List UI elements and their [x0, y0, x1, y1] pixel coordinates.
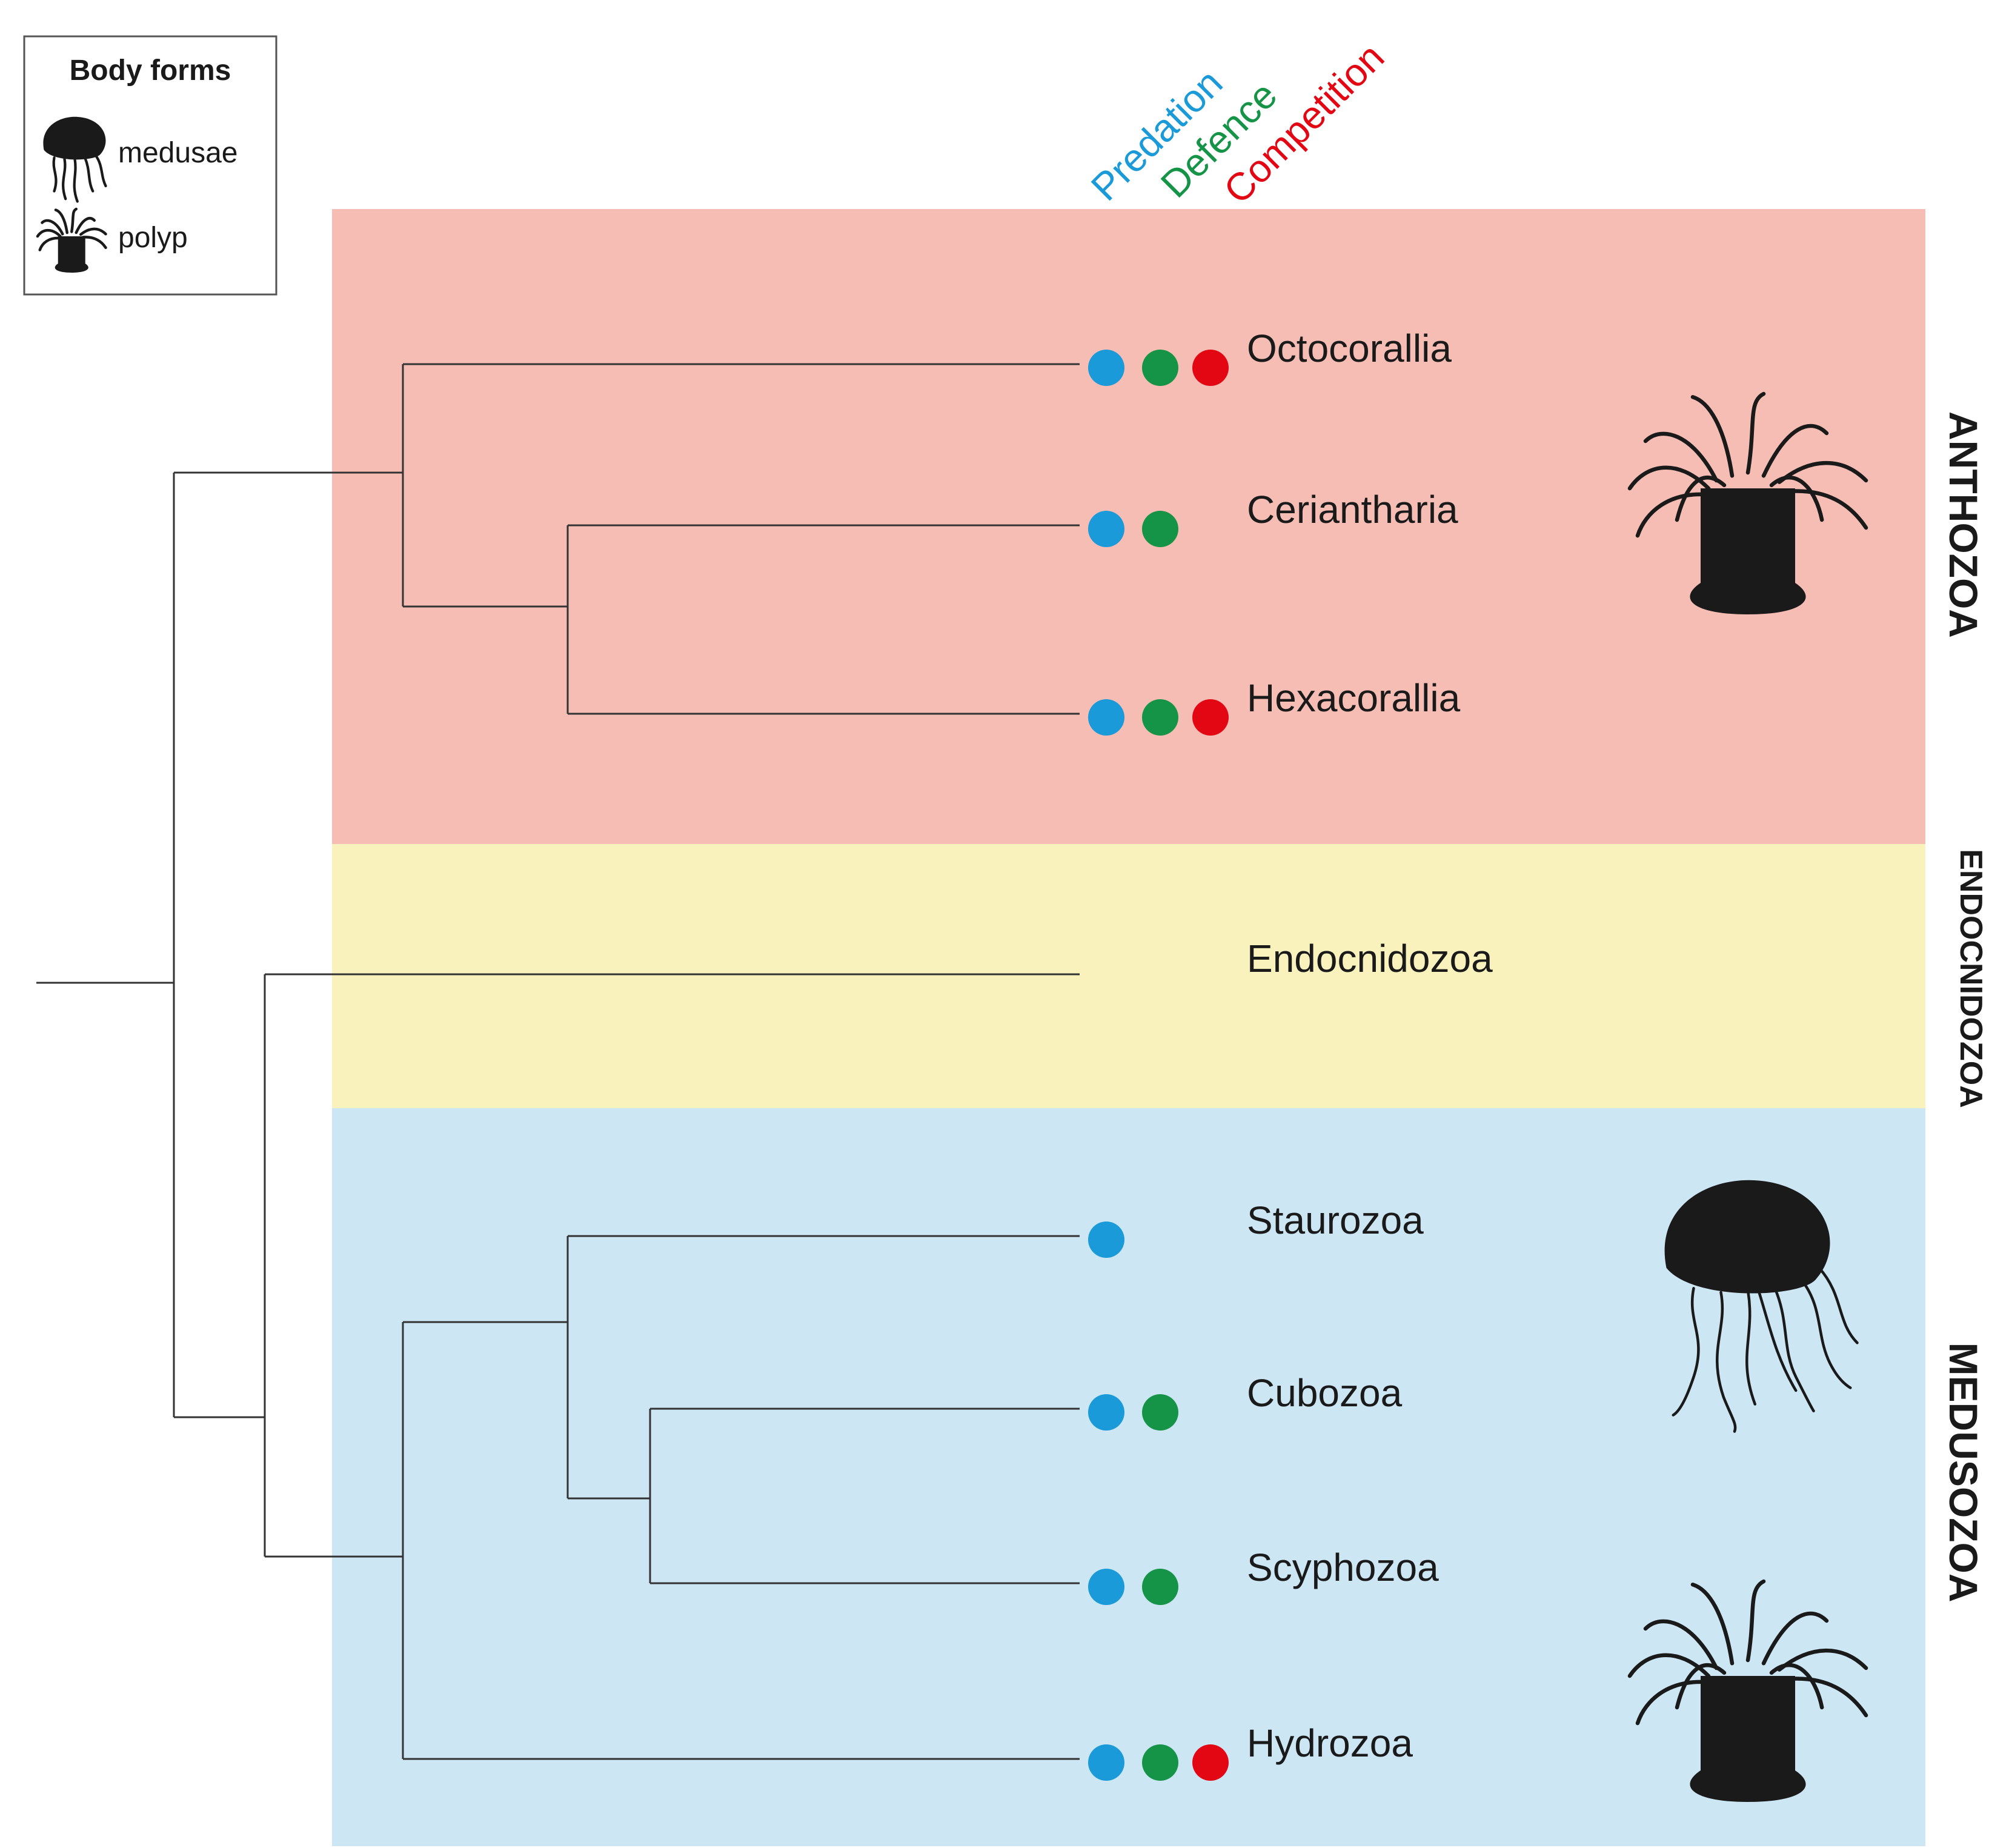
polyp-icon [1627, 391, 1868, 614]
group-label-anthozoa: ANTHOZOA [1941, 411, 1986, 638]
medusa-icon [43, 116, 107, 203]
function-dot-predation [1088, 350, 1124, 386]
function-dot-competition [1192, 1744, 1229, 1781]
taxon-label-octocorallia: Octocorallia [1247, 327, 1452, 370]
function-dot-defence [1142, 1394, 1178, 1431]
legend: Body forms medusae [23, 35, 277, 296]
function-dot-defence [1142, 699, 1178, 736]
function-dot-predation [1088, 1744, 1124, 1781]
function-dot-predation [1088, 1394, 1124, 1431]
function-dot-defence [1142, 511, 1178, 547]
phylogenetic-tree [36, 363, 1080, 1760]
band-anthozoa [332, 209, 1925, 844]
taxon-label-hexacorallia: Hexacorallia [1247, 676, 1461, 720]
legend-label-polyp: polyp [118, 222, 188, 254]
function-dot-competition [1192, 350, 1229, 386]
function-dot-competition [1192, 699, 1229, 736]
function-dot-defence [1142, 350, 1178, 386]
legend-title: Body forms [70, 55, 231, 87]
function-dot-defence [1142, 1744, 1178, 1781]
polyp-icon [36, 207, 107, 273]
legend-label-medusae: medusae [118, 137, 237, 169]
group-label-medusozoa: MEDUSOZOA [1941, 1343, 1986, 1603]
band-endocnidozoa [332, 844, 1925, 1108]
taxa-layer: OctocoralliaCerianthariaHexacoralliaEndo… [1088, 327, 1493, 1781]
taxon-label-endocnidozoa: Endocnidozoa [1247, 937, 1493, 980]
taxon-label-cubozoa: Cubozoa [1247, 1371, 1403, 1415]
taxon-label-ceriantharia: Ceriantharia [1247, 488, 1458, 531]
function-dot-predation [1088, 1221, 1124, 1258]
polyp-icon [1627, 1579, 1868, 1802]
function-dot-predation [1088, 511, 1124, 547]
group-label-endocnidozoa: ENDOCNIDOZOA [1953, 849, 1988, 1108]
taxon-label-hydrozoa: Hydrozoa [1247, 1721, 1413, 1765]
medusa-icon [1664, 1180, 1859, 1433]
taxon-label-scyphozoa: Scyphozoa [1247, 1546, 1439, 1589]
function-dot-defence [1142, 1569, 1178, 1605]
function-dot-predation [1088, 699, 1124, 736]
taxon-label-staurozoa: Staurozoa [1247, 1198, 1424, 1242]
function-dot-predation [1088, 1569, 1124, 1605]
band-medusozoa [332, 1108, 1925, 1846]
